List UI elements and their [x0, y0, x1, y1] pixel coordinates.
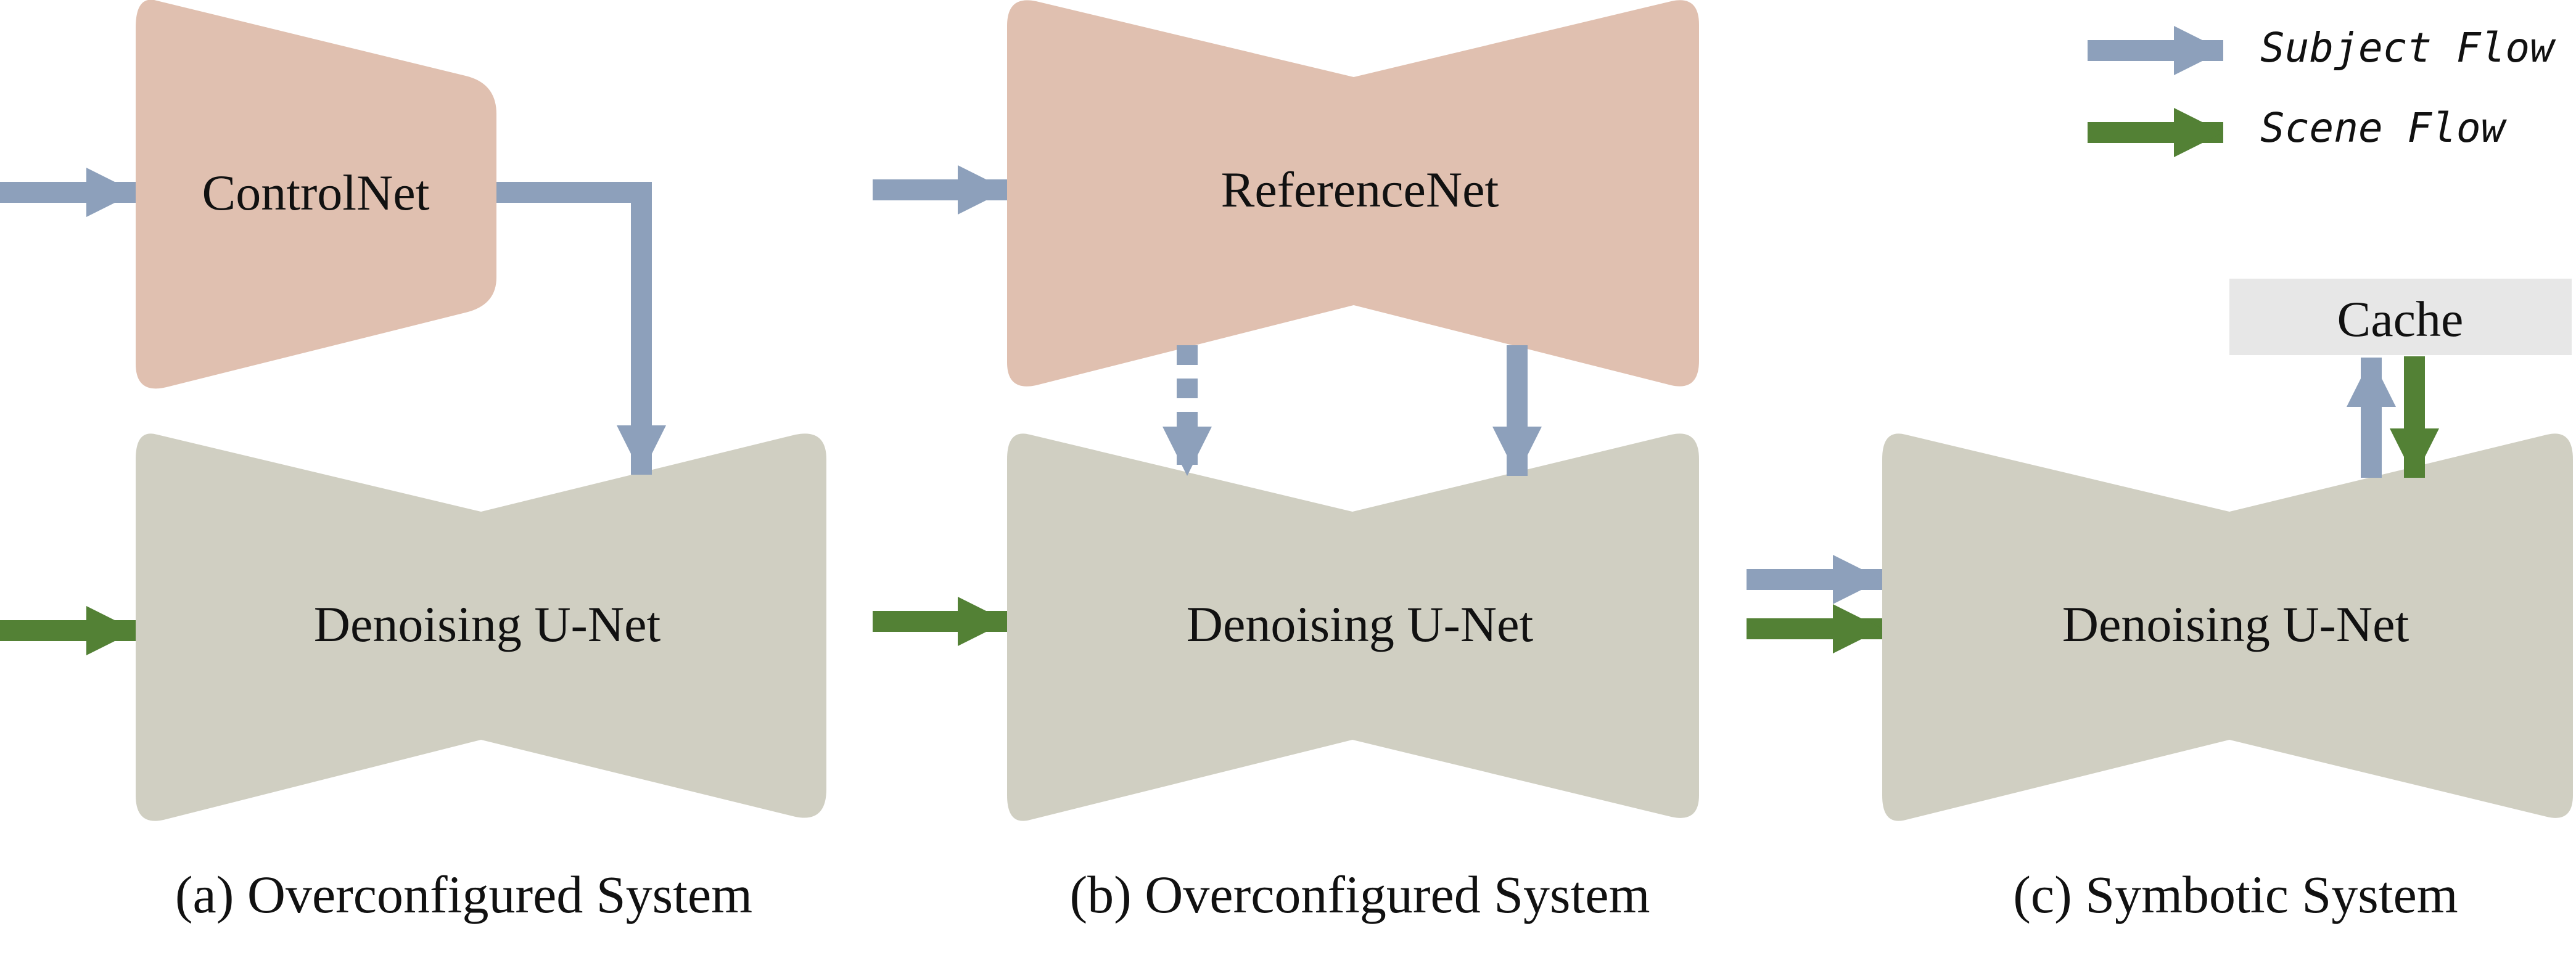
- legend-scene-flow-label: Scene Flow: [2260, 104, 2508, 152]
- panel-a: ControlNet Denoising U-Net (a) Overconfi…: [0, 0, 826, 924]
- unet-label-a: Denoising U-Net: [314, 596, 661, 652]
- subject-flow-arrow-controlnet-to-unet: [496, 182, 666, 475]
- unet-block-b: [1007, 433, 1699, 821]
- controlnet-block: [136, 0, 496, 389]
- unet-label-b: Denoising U-Net: [1187, 596, 1534, 652]
- panel-b: ReferenceNet Denoising U-Net (b) Overcon…: [873, 0, 1699, 924]
- caption-a: (a) Overconfigured System: [175, 865, 752, 924]
- unet-block-a: [136, 433, 826, 821]
- controlnet-label: ControlNet: [202, 165, 430, 221]
- cache-block: [2229, 279, 2572, 355]
- referencenet-block: [1007, 0, 1699, 387]
- unet-label-c: Denoising U-Net: [2062, 596, 2409, 652]
- referencenet-label: ReferenceNet: [1221, 162, 1499, 218]
- legend: Subject Flow Scene Flow: [2088, 24, 2556, 157]
- caption-b: (b) Overconfigured System: [1070, 865, 1650, 924]
- caption-c: (c) Symbotic System: [2013, 865, 2458, 924]
- cache-label: Cache: [2337, 291, 2464, 347]
- panel-c: Denoising U-Net Cache (c) Symbotic Syste…: [1747, 279, 2573, 924]
- unet-block-c: [1882, 433, 2573, 821]
- legend-subject-flow-label: Subject Flow: [2260, 24, 2556, 72]
